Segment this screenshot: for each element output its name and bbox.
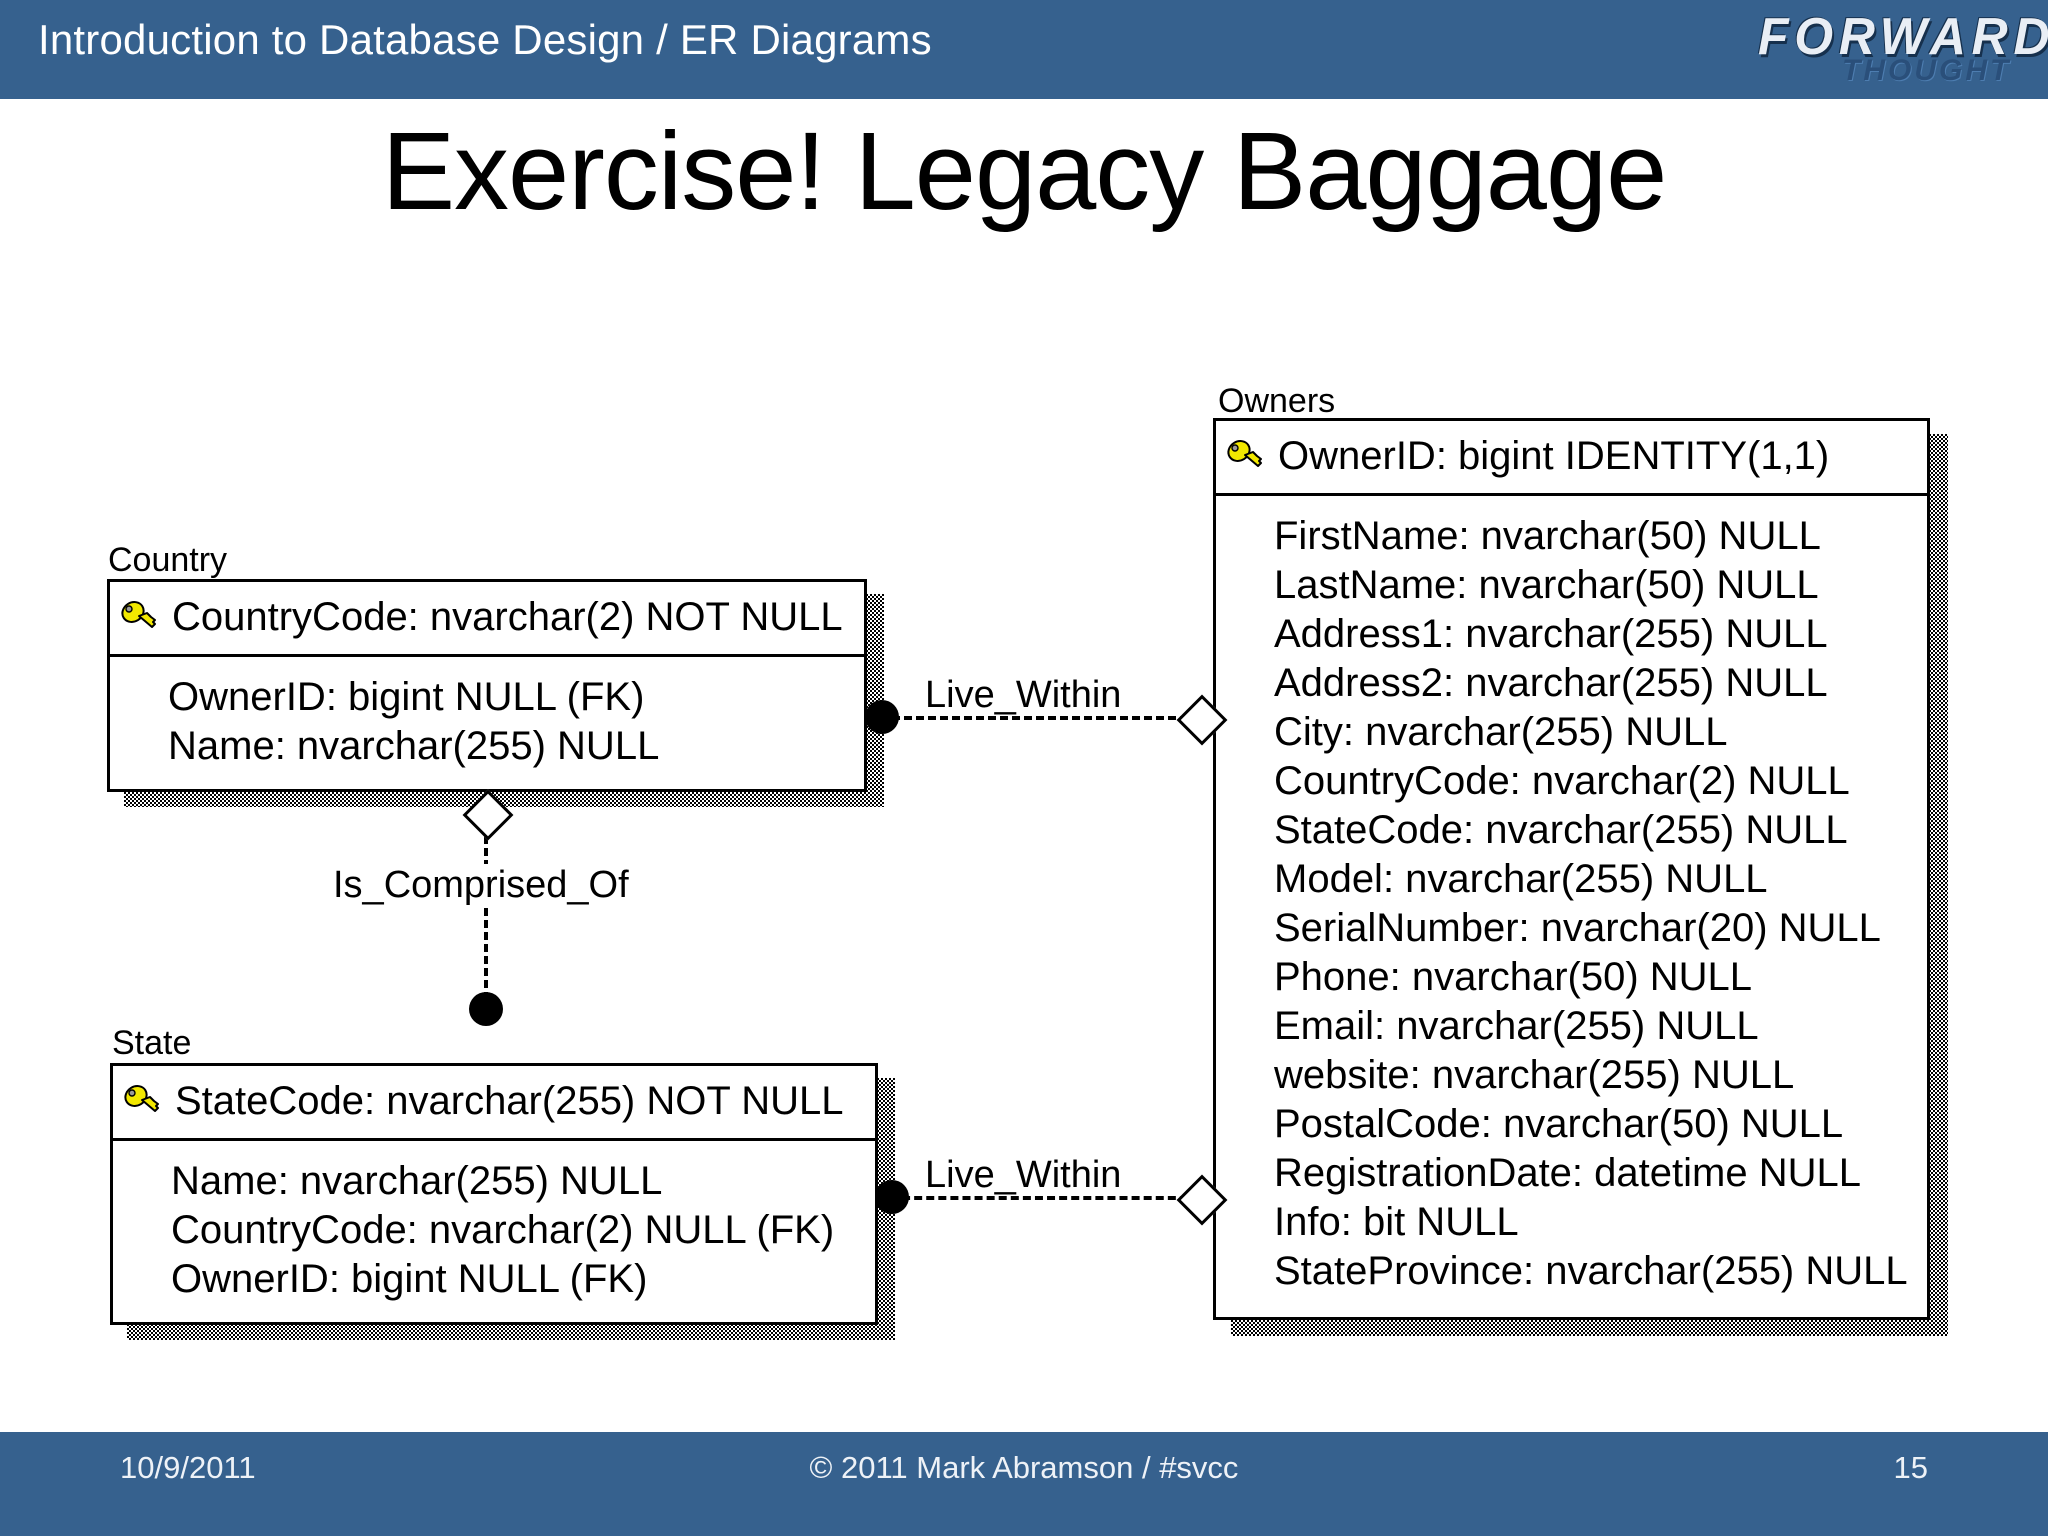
footer-page-number: 15 bbox=[1893, 1450, 1928, 1485]
key-icon bbox=[123, 1084, 161, 1118]
forward-thought-logo: FORWARD THOUGHT bbox=[1750, 2, 2048, 97]
attribute-block-owners: FirstName: nvarchar(50) NULL LastName: n… bbox=[1216, 496, 1927, 1314]
logo-thought-text: THOUGHT bbox=[1842, 54, 2012, 87]
attribute-row: StateProvince: nvarchar(255) NULL bbox=[1274, 1249, 1908, 1293]
relationship-line-country-state bbox=[484, 812, 488, 1012]
entity-label-state: State bbox=[112, 1024, 192, 1062]
attribute-row: CountryCode: nvarchar(2) NULL (FK) bbox=[171, 1208, 835, 1252]
page-title: Exercise! Legacy Baggage bbox=[381, 110, 1668, 233]
attribute-row: Email: nvarchar(255) NULL bbox=[1274, 1004, 1759, 1048]
relationship-label-live-within-state: Live_Within bbox=[925, 1154, 1122, 1196]
entity-country[interactable]: CountryCode: nvarchar(2) NOT NULL OwnerI… bbox=[107, 579, 867, 792]
entity-label-country: Country bbox=[108, 541, 228, 579]
attribute-row: StateCode: nvarchar(255) NULL bbox=[1274, 808, 1848, 852]
attribute-row: OwnerID: bigint NULL (FK) bbox=[168, 675, 645, 719]
footer-date: 10/9/2011 bbox=[120, 1450, 256, 1485]
primary-key-text-country: CountryCode: nvarchar(2) NOT NULL bbox=[172, 595, 843, 639]
header-bar: Introduction to Database Design / ER Dia… bbox=[0, 0, 2048, 99]
attribute-row: LastName: nvarchar(50) NULL bbox=[1274, 563, 1819, 607]
logo-forward-text: FORWARD bbox=[1758, 8, 2048, 66]
primary-key-row-state: StateCode: nvarchar(255) NOT NULL bbox=[113, 1066, 875, 1141]
attribute-row: FirstName: nvarchar(50) NULL bbox=[1274, 514, 1821, 558]
attribute-row: Name: nvarchar(255) NULL bbox=[171, 1159, 663, 1203]
footer-copyright: © 2011 Mark Abramson / #svcc bbox=[809, 1450, 1239, 1485]
primary-key-row-country: CountryCode: nvarchar(2) NOT NULL bbox=[110, 582, 864, 657]
attribute-row: RegistrationDate: datetime NULL bbox=[1274, 1151, 1861, 1195]
attribute-row: Phone: nvarchar(50) NULL bbox=[1274, 955, 1753, 999]
attribute-block-state: Name: nvarchar(255) NULL CountryCode: nv… bbox=[113, 1141, 875, 1322]
relationship-marker-filled-circle-state-right bbox=[875, 1180, 909, 1214]
attribute-row: OwnerID: bigint NULL (FK) bbox=[171, 1257, 648, 1301]
attribute-row: City: nvarchar(255) NULL bbox=[1274, 710, 1728, 754]
primary-key-text-state: StateCode: nvarchar(255) NOT NULL bbox=[175, 1079, 844, 1123]
key-icon bbox=[1226, 439, 1264, 473]
entity-owners[interactable]: OwnerID: bigint IDENTITY(1,1) FirstName:… bbox=[1213, 418, 1930, 1320]
relationship-marker-filled-circle-country bbox=[865, 700, 899, 734]
attribute-row: Model: nvarchar(255) NULL bbox=[1274, 857, 1768, 901]
attribute-row: CountryCode: nvarchar(2) NULL bbox=[1274, 759, 1850, 803]
relationship-line-state-owners bbox=[890, 1196, 1200, 1200]
attribute-row: Name: nvarchar(255) NULL bbox=[168, 724, 660, 768]
relationship-marker-filled-circle-state bbox=[469, 992, 503, 1026]
relationship-label-live-within-country: Live_Within bbox=[925, 674, 1122, 716]
primary-key-text-owners: OwnerID: bigint IDENTITY(1,1) bbox=[1278, 434, 1830, 478]
footer-bar: 10/9/2011 © 2011 Mark Abramson / #svcc 1… bbox=[0, 1432, 2048, 1536]
header-title: Introduction to Database Design / ER Dia… bbox=[38, 16, 932, 63]
relationship-label-is-comprised-of: Is_Comprised_Of bbox=[327, 864, 635, 907]
attribute-row: Address2: nvarchar(255) NULL bbox=[1274, 661, 1828, 705]
relationship-line-country-owners bbox=[880, 716, 1200, 720]
attribute-row: PostalCode: nvarchar(50) NULL bbox=[1274, 1102, 1844, 1146]
entity-label-owners: Owners bbox=[1218, 382, 1336, 420]
entity-state[interactable]: StateCode: nvarchar(255) NOT NULL Name: … bbox=[110, 1063, 878, 1325]
attribute-row: Info: bit NULL bbox=[1274, 1200, 1519, 1244]
primary-key-row-owners: OwnerID: bigint IDENTITY(1,1) bbox=[1216, 421, 1927, 496]
attribute-row: SerialNumber: nvarchar(20) NULL bbox=[1274, 906, 1881, 950]
attribute-block-country: OwnerID: bigint NULL (FK) Name: nvarchar… bbox=[110, 657, 864, 789]
attribute-row: Address1: nvarchar(255) NULL bbox=[1274, 612, 1828, 656]
key-icon bbox=[120, 600, 158, 634]
attribute-row: website: nvarchar(255) NULL bbox=[1274, 1053, 1795, 1097]
